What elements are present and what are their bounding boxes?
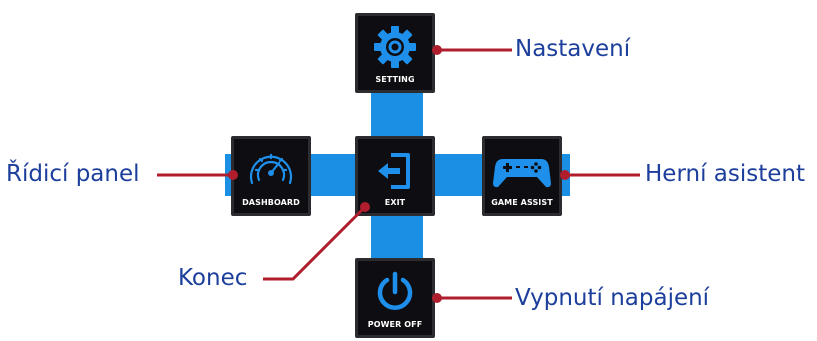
game-assist-button[interactable]: GAME ASSIST — [482, 136, 562, 216]
game-assist-callout: Herní asistent — [645, 161, 805, 187]
setting-label: SETTING — [375, 75, 415, 84]
dashboard-callout: Řídicí panel — [6, 161, 140, 187]
power-off-button[interactable]: POWER OFF — [355, 258, 435, 338]
setting-callout: Nastavení — [515, 36, 631, 62]
exit-label: EXIT — [384, 198, 406, 207]
exit-button[interactable]: EXIT — [355, 136, 435, 216]
exit-callout: Konec — [178, 265, 248, 291]
power-off-callout: Vypnutí napájení — [515, 285, 710, 311]
dashboard-leader-dot — [228, 170, 238, 180]
dashboard-label: DASHBOARD — [242, 198, 300, 207]
power-off-label: POWER OFF — [367, 320, 423, 329]
exit-arrow-icon — [378, 153, 410, 189]
gear-icon — [374, 26, 416, 68]
power-icon — [377, 271, 413, 310]
gamepad-icon — [493, 159, 551, 188]
setting-button[interactable]: SETTING — [355, 13, 435, 93]
power-off-leader-dot — [432, 293, 442, 303]
dashboard-button[interactable]: DASHBOARD — [231, 136, 311, 216]
game-assist-leader-dot — [560, 170, 570, 180]
exit-leader-dot — [360, 202, 370, 212]
exit-leader-line — [263, 206, 366, 281]
setting-leader-dot — [432, 45, 442, 55]
speedometer-icon — [249, 153, 293, 185]
game-assist-label: GAME ASSIST — [491, 198, 553, 207]
